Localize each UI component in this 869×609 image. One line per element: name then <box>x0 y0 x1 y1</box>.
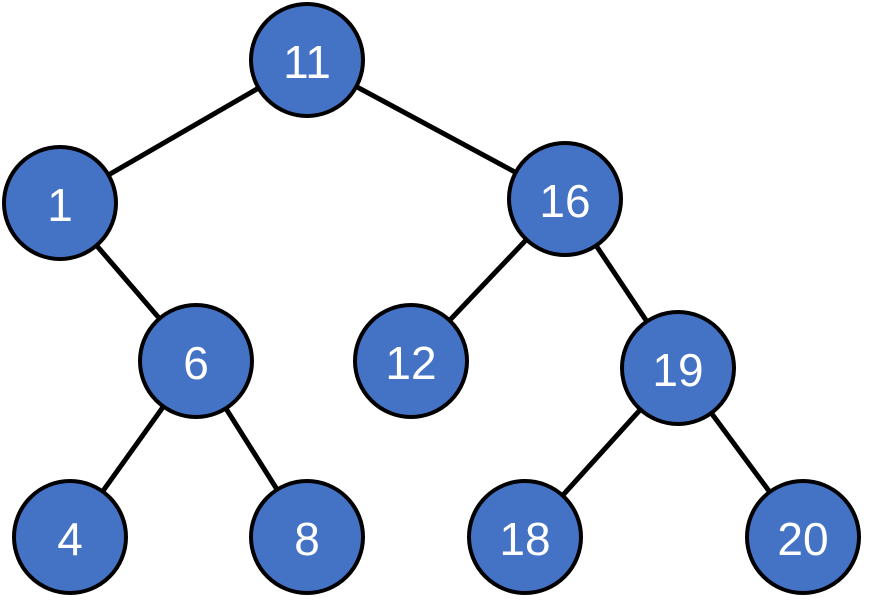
node-circle <box>353 303 469 419</box>
node-label: 11 <box>283 36 331 88</box>
tree-node-18: 18 <box>467 479 583 595</box>
node-label: 20 <box>777 513 828 565</box>
tree-node-19: 19 <box>620 310 736 426</box>
tree-node-1: 1 <box>2 145 118 261</box>
node-circle <box>2 145 118 261</box>
tree-node-8: 8 <box>249 479 365 595</box>
tree-node-11: 11 <box>249 2 365 118</box>
tree-node-6: 6 <box>138 303 254 419</box>
tree-edges <box>57 57 806 540</box>
node-circle <box>745 479 861 595</box>
node-label: 19 <box>652 344 703 396</box>
node-circle <box>249 2 365 118</box>
node-circle <box>507 141 623 257</box>
node-label: 8 <box>294 513 320 565</box>
node-label: 6 <box>183 337 209 389</box>
tree-node-20: 20 <box>745 479 861 595</box>
tree-node-4: 4 <box>12 479 128 595</box>
node-label: 1 <box>47 179 73 231</box>
tree-node-16: 16 <box>507 141 623 257</box>
node-label: 16 <box>539 175 590 227</box>
tree-node-12: 12 <box>353 303 469 419</box>
node-label: 18 <box>499 513 550 565</box>
node-circle <box>620 310 736 426</box>
node-circle <box>12 479 128 595</box>
node-label: 4 <box>57 513 83 565</box>
node-circle <box>249 479 365 595</box>
node-circle <box>138 303 254 419</box>
node-circle <box>467 479 583 595</box>
node-label: 12 <box>385 337 436 389</box>
